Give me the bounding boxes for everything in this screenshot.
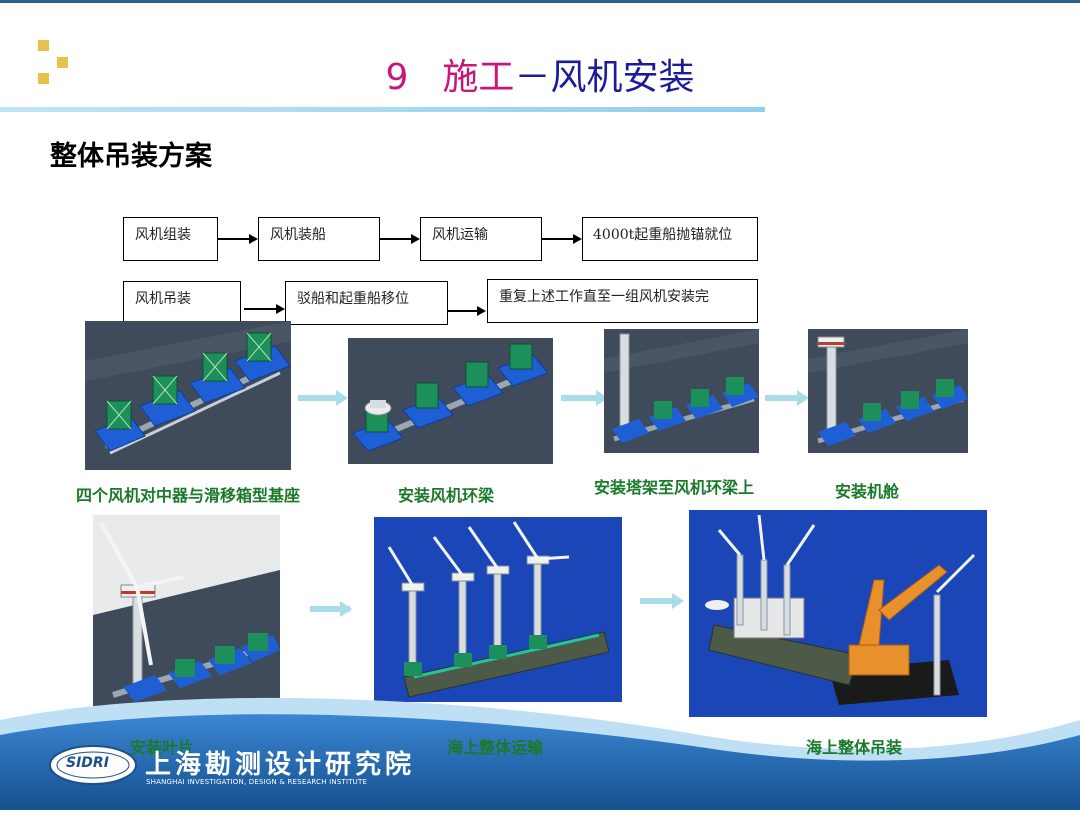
step-arrow-1-shaft xyxy=(298,395,338,401)
flow-step-assemble: 风机组装 xyxy=(123,217,218,261)
caption-tower: 安装塔架至风机环梁上 xyxy=(594,478,755,497)
caption-lifting: 海上整体吊装 xyxy=(806,738,903,757)
flow-arrow-2-head xyxy=(411,234,420,244)
logo-badge: SIDRI xyxy=(66,755,109,771)
ring-beam-image xyxy=(348,338,553,464)
sidri-logo-icon xyxy=(48,744,138,786)
step-arrow-1-head xyxy=(336,390,348,406)
step-arrow-2-shaft xyxy=(561,395,601,401)
org-name: 上海勘测设计研究院 xyxy=(145,750,416,780)
flow-arrow-1-head xyxy=(249,234,258,244)
step-arrow-5-shaft xyxy=(640,598,680,604)
step-arrow-4-head xyxy=(340,601,352,617)
tower-image xyxy=(604,329,759,453)
decor-square-2 xyxy=(57,57,68,68)
flow-arrow-4-line xyxy=(244,308,277,310)
rotor-image xyxy=(93,515,280,711)
step-arrow-3-head xyxy=(797,390,809,406)
transport-image xyxy=(374,517,622,702)
slide-number: 9 xyxy=(385,57,409,98)
caption-transport: 海上整体运输 xyxy=(447,738,544,757)
org-name-en: SHANGHAI INVESTIGATION, DESIGN & RESEARC… xyxy=(146,778,368,786)
flow-arrow-3-head xyxy=(573,234,582,244)
flow-step-transport: 风机运输 xyxy=(420,217,542,261)
flow-arrow-5-line xyxy=(448,310,478,312)
flow-step-load: 风机装船 xyxy=(258,217,380,261)
decor-square-3 xyxy=(38,73,49,84)
flow-step-repeat: 重复上述工作直至一组风机安装完 xyxy=(487,279,758,323)
step-arrow-3-shaft xyxy=(765,395,805,401)
flow-step-anchor: 4000t起重船抛锚就位 xyxy=(582,217,758,261)
section-subtitle: 整体吊装方案 xyxy=(50,141,212,172)
footer-wave xyxy=(0,680,1080,810)
lifting-image xyxy=(689,510,987,717)
decor-square-1 xyxy=(38,40,49,51)
slide-title: 9 施工－风机安装 xyxy=(0,48,1080,100)
bases-image xyxy=(85,321,291,470)
flow-arrow-1-line xyxy=(218,238,250,240)
flow-arrow-2-line xyxy=(380,238,412,240)
title-part-1: 施工 xyxy=(442,57,515,98)
nacelle-image xyxy=(808,329,968,453)
step-arrow-4-shaft xyxy=(310,606,350,612)
caption-bases: 四个风机对中器与滑移箱型基座 xyxy=(76,486,301,505)
flow-arrow-5-head xyxy=(477,306,486,316)
step-arrow-5-head xyxy=(672,593,684,609)
caption-nacelle: 安装机舱 xyxy=(835,482,900,501)
flow-step-lift: 风机吊装 xyxy=(123,281,241,323)
flow-arrow-3-line xyxy=(542,238,574,240)
flow-arrow-4-head xyxy=(276,304,285,314)
title-dash: － xyxy=(514,57,551,98)
top-rule xyxy=(0,0,1080,3)
flow-step-shift: 驳船和起重船移位 xyxy=(285,281,448,325)
title-part-2: 风机安装 xyxy=(550,57,695,98)
caption-rotor: 安装叶片 xyxy=(130,738,195,757)
title-underline xyxy=(0,107,765,112)
caption-ring-beam: 安装风机环梁 xyxy=(398,486,495,505)
